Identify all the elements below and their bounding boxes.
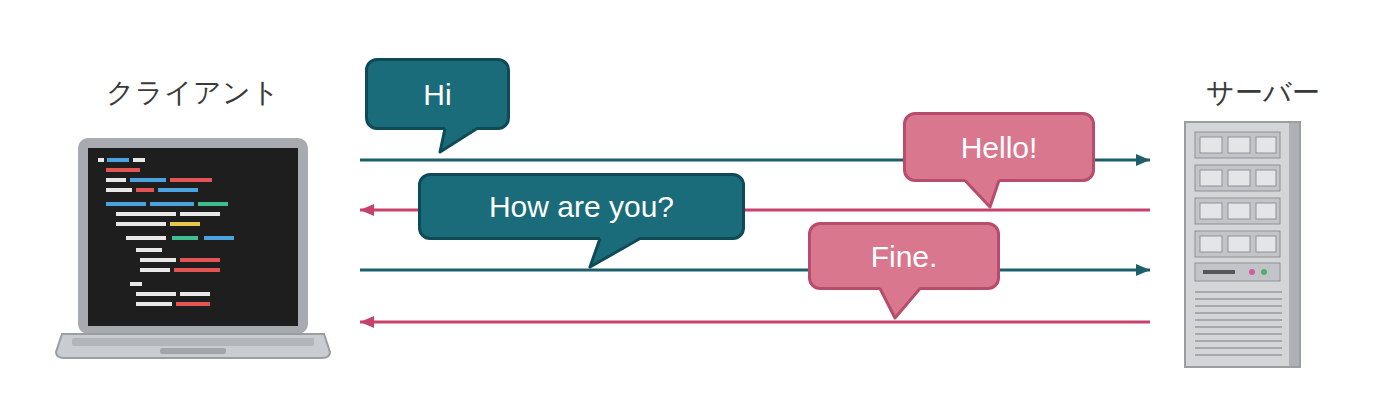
server-illustration (1185, 122, 1300, 367)
speech-bubble: Fine. (808, 222, 1000, 290)
code-dash (150, 202, 194, 206)
tail-fill (965, 179, 999, 207)
code-dash (130, 178, 166, 182)
tail-fill (440, 127, 477, 152)
drive-bay (1195, 198, 1280, 224)
code-dash (176, 302, 210, 306)
laptop-screen (88, 148, 298, 326)
drive (1228, 236, 1250, 252)
server-side (1289, 123, 1299, 366)
message-arrow (360, 269, 1150, 272)
drive (1200, 137, 1222, 153)
message-text: Hello! (961, 131, 1038, 164)
code-dash (106, 178, 126, 182)
code-dash (136, 302, 172, 306)
drive (1256, 203, 1276, 219)
laptop-keyboard (72, 338, 314, 346)
drive-bay (1195, 231, 1280, 257)
status-light (1249, 269, 1255, 275)
tail-outline (965, 181, 999, 208)
server-body (1185, 122, 1300, 367)
drive (1228, 137, 1250, 153)
code-dash (140, 258, 176, 262)
host-node: クライアント (55, 70, 360, 365)
control-panel (1195, 263, 1280, 281)
code-dash (126, 236, 166, 240)
code-dash (130, 282, 142, 286)
drive (1200, 203, 1222, 219)
bubble-tail (903, 179, 1095, 212)
message-text: Hi (423, 78, 451, 111)
drive (1228, 170, 1250, 186)
drive-bay (1195, 165, 1280, 191)
code-dash (133, 158, 145, 162)
code-lines (98, 158, 234, 306)
message-text: Fine. (871, 240, 938, 273)
laptop-touchpad (160, 348, 226, 354)
bubble-tail (808, 287, 1000, 323)
tail-fill (880, 287, 920, 318)
message-text: How are you? (489, 190, 674, 223)
code-dash (198, 202, 228, 206)
speech-bubble: Hi (365, 58, 510, 130)
host-label: クライアント (55, 76, 330, 110)
code-dash (204, 236, 234, 240)
drive (1200, 236, 1222, 252)
laptop-lid (78, 138, 308, 334)
drive (1256, 236, 1276, 252)
code-dash (136, 292, 176, 296)
code-dash (180, 212, 220, 216)
tail-fill (590, 237, 640, 267)
tail-outline (880, 289, 920, 319)
code-dash (98, 158, 104, 162)
code-dash (106, 168, 140, 172)
tail-outline (440, 129, 477, 153)
bubble-tail (365, 127, 510, 157)
speech-bubble: How are you? (418, 173, 745, 240)
host-label: サーバー (1185, 76, 1340, 110)
drive (1256, 137, 1276, 153)
host-node: サーバー (1150, 70, 1340, 370)
server-vents (1195, 292, 1282, 355)
code-dash (116, 212, 176, 216)
code-dash (107, 158, 129, 162)
drive (1200, 170, 1222, 186)
code-dash (170, 222, 200, 226)
tail-outline (590, 239, 640, 268)
drive-bay (1195, 132, 1280, 158)
code-dash (136, 188, 154, 192)
code-dash (170, 178, 212, 182)
code-dash (136, 248, 162, 252)
speech-bubble: Hello! (903, 112, 1095, 182)
code-dash (158, 188, 198, 192)
code-dash (174, 268, 220, 272)
drive (1228, 203, 1250, 219)
code-dash (180, 292, 210, 296)
code-dash (106, 202, 146, 206)
bubble-tail (418, 237, 745, 272)
code-dash (180, 258, 220, 262)
code-dash (140, 268, 170, 272)
code-dash (116, 222, 166, 226)
code-dash (106, 188, 132, 192)
laptop-base (56, 334, 330, 358)
code-dash (172, 236, 198, 240)
drive (1256, 170, 1276, 186)
status-light (1261, 269, 1267, 275)
laptop-illustration (56, 138, 330, 358)
panel-slot (1203, 270, 1235, 274)
message-arrow (360, 321, 1150, 324)
